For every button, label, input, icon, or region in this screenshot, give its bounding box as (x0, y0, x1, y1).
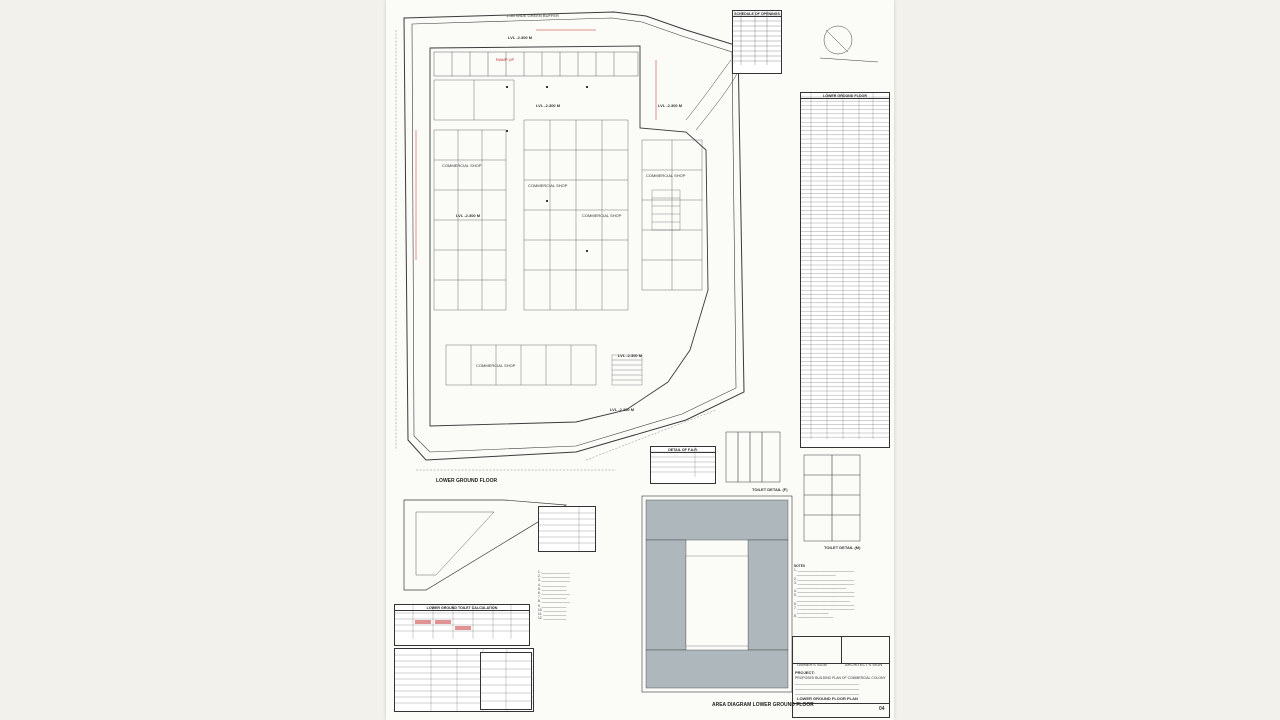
schedule-of-openings-table: SCHEDULE OF OPENINGS (732, 10, 782, 74)
commercial-shop-label: COMMERCIAL SHOP (442, 163, 482, 168)
summary-grid (481, 653, 531, 709)
drawing-sheet: SCHEDULE OF OPENINGS LOWER GROUND FLOOR … (386, 0, 894, 720)
toilet-calculation-table: LOWER GROUND TOILET CALCULATION (394, 604, 530, 646)
far-detail-grid (651, 447, 715, 477)
level-label: LVL -2.300 M (508, 35, 533, 40)
level-label: LVL -2.300 M (610, 407, 635, 412)
level-label: LVL -2.300 M (536, 103, 561, 108)
owners-sign-label: OWNER'S SIGN (797, 662, 827, 667)
sheet-title: LOWER GROUND FLOOR PLAN (797, 696, 858, 701)
level-label: LVL -2.300 M (456, 213, 481, 218)
ramp-label: RAMP UP (496, 57, 515, 62)
commercial-shop-label: COMMERCIAL SHOP (476, 363, 516, 368)
floor-plan-drawing (395, 11, 879, 693)
architects-sign-label: ARCHITECT'S SIGN (845, 662, 883, 667)
title-block: OWNER'S SIGN ARCHITECT'S SIGN PROJECT: P… (792, 636, 890, 718)
area-table-grid (801, 93, 889, 439)
toilet-detail-label-2: TOILET DETAIL (M) (824, 545, 861, 550)
notes-block: NOTES 1. _______________________________… (794, 564, 855, 619)
commercial-shop-label: COMMERCIAL SHOP (646, 173, 686, 178)
sheet-number: 04 (879, 706, 885, 712)
schedule-grid (733, 11, 781, 65)
lower-ground-floor-label: LOWER GROUND FLOOR (436, 478, 498, 484)
green-buffer-label: 1.5M WIDE GREEN BUFFER (506, 13, 559, 18)
far-detail-table-2 (538, 506, 596, 552)
level-label: LVL -2.300 M (658, 103, 683, 108)
level-label: LVL -2.300 M (618, 353, 643, 358)
schedule-title: SCHEDULE OF OPENINGS (733, 11, 781, 17)
project-label: PROJECT: (795, 670, 815, 675)
notes-title: NOTES (794, 564, 805, 568)
toilet-calc-grid (395, 605, 529, 639)
lower-ground-area-table: LOWER GROUND FLOOR (800, 92, 890, 448)
project-description: PROPOSED BUILDING PLAN OF COMMERCIAL COL… (795, 676, 886, 680)
far-detail-title: DETAIL OF F.A.R. (651, 447, 715, 453)
toilet-detail-label: TOILET DETAIL (F) (752, 487, 788, 492)
far-detail-table: DETAIL OF F.A.R. (650, 446, 716, 484)
toilet-calc-title: LOWER GROUND TOILET CALCULATION (395, 605, 529, 611)
area-diagram-label: AREA DIAGRAM LOWER GROUND FLOOR (712, 702, 814, 708)
legend-list: 1. ________________2. ________________3.… (538, 570, 570, 621)
far-detail-grid-2 (539, 507, 595, 551)
area-table-title: LOWER GROUND FLOOR (801, 93, 889, 99)
commercial-shop-label: COMMERCIAL SHOP (528, 183, 568, 188)
commercial-shop-label: COMMERCIAL SHOP (582, 213, 622, 218)
summary-table (480, 652, 532, 710)
